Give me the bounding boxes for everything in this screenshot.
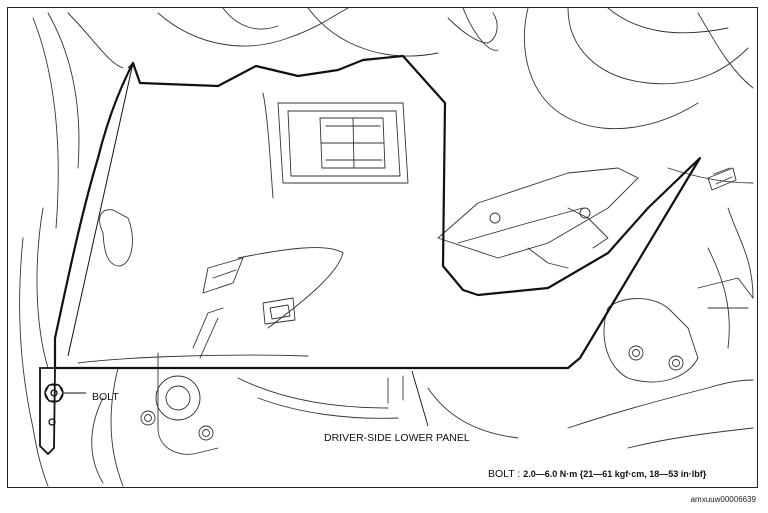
torque-spec-value: 2.0—6.0 N·m {21—61 kgf·cm, 18—53 in·lbf}	[523, 469, 707, 479]
lower-mechanical-parts	[140, 277, 754, 455]
driver-side-lower-panel-outline	[53, 54, 702, 370]
console-bracket	[437, 167, 737, 269]
panel-interior-features	[77, 92, 344, 364]
panel-illustration	[19, 8, 754, 487]
reference-code: amxuuw00006639	[690, 495, 756, 504]
background-dashboard-lines	[19, 8, 754, 487]
leader-lines	[64, 370, 429, 427]
torque-spec-separator: :	[514, 468, 524, 480]
mounting-tab	[39, 61, 134, 456]
bolt-symbol	[44, 383, 64, 426]
torque-spec-name: BOLT	[488, 468, 515, 480]
driver-side-lower-panel-callout: DRIVER-SIDE LOWER PANEL	[324, 432, 470, 444]
vent-grille	[277, 102, 409, 184]
diagram-frame: BOLT DRIVER-SIDE LOWER PANEL BOLT : 2.0—…	[7, 7, 758, 488]
torque-spec: BOLT : 2.0—6.0 N·m {21—61 kgf·cm, 18—53 …	[488, 469, 706, 480]
bolt-callout: BOLT	[92, 391, 119, 403]
